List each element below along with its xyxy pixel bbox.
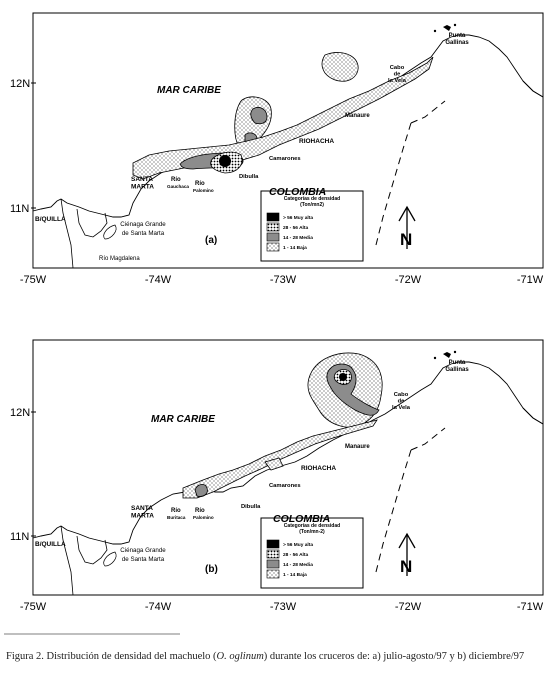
legend-item-muy-alta: > 56 Muy alta	[283, 215, 313, 221]
legend: Categorías de densidad(Ton/mn2) > 56 Muy…	[266, 196, 340, 252]
axis-a: 12N 11N -75W -74W -73W -72W -71W	[10, 78, 544, 286]
y-tick-12n: 12N	[10, 78, 30, 90]
legend-swatch-media	[266, 559, 280, 569]
caption-suffix: ) durante los cruceros de: a) julio-agos…	[263, 651, 525, 662]
legend-swatch-alta	[266, 222, 280, 232]
legend-item-muy-alta: > 56 Muy alta	[283, 542, 313, 548]
legend-swatch-muy-alta	[266, 539, 280, 549]
x-tick-71w: -71W	[517, 601, 544, 613]
sea-label: MAR CARIBE	[151, 414, 215, 425]
place-dibulla: Dibulla	[241, 504, 261, 510]
x-tick-73w: -73W	[270, 601, 297, 613]
x-tick-72w: -72W	[395, 601, 422, 613]
x-tick-75w: -75W	[20, 601, 47, 613]
x-tick-72w: -72W	[395, 274, 422, 286]
density-baja-patch	[264, 457, 284, 471]
legend-item-baja: 1 - 14 Baja	[283, 245, 307, 251]
legend-swatch-media	[266, 232, 280, 242]
legend-item-alta: 28 - 56 Alta	[283, 225, 308, 231]
density-media-offshore	[250, 107, 268, 125]
place-camarones: Camarones	[269, 156, 301, 162]
place-riohacha: RIOHACHA	[299, 138, 334, 145]
axis-b: 12N 11N -75W -74W -73W -72W -71W	[10, 407, 544, 613]
panel-label: (b)	[205, 564, 218, 575]
place-riohacha: RIOHACHA	[301, 465, 336, 472]
y-tick-12n: 12N	[10, 407, 30, 419]
legend-swatch-baja	[266, 569, 280, 579]
country-label: COLOMBIA	[269, 186, 326, 198]
place-bquilla: B/QUILLA	[35, 216, 66, 223]
country-label: COLOMBIA	[273, 513, 330, 525]
place-dibulla: Dibulla	[239, 174, 259, 180]
place-bquilla: B/QUILLA	[35, 541, 66, 548]
x-tick-71w: -71W	[517, 274, 544, 286]
x-tick-74w: -74W	[145, 601, 172, 613]
place-manaure: Manaure	[345, 444, 370, 450]
density-muy-alta-point	[219, 155, 231, 167]
density-baja-offshore	[321, 52, 359, 82]
density-media-coast	[194, 484, 208, 497]
north-arrow-icon: N	[400, 230, 412, 249]
legend-item-media: 14 - 28 Media	[283, 235, 313, 241]
north-arrow-icon: N	[400, 557, 412, 576]
place-manaure: Manaure	[345, 113, 370, 119]
legend: Categorías de densidad(Ton/mn-2) > 56 Mu…	[266, 523, 340, 579]
legend-swatch-muy-alta	[266, 212, 280, 222]
caption-prefix: Figura 2. Distribución de densidad del m…	[6, 651, 217, 662]
y-tick-11n: 11N	[10, 531, 29, 543]
figure-caption: Figura 2. Distribución de densidad del m…	[6, 650, 542, 663]
legend-swatch-alta	[266, 549, 280, 559]
place-rio-magdalena: Río Magdalena	[99, 256, 140, 262]
density-baja-coast	[182, 419, 378, 499]
panel-label: (a)	[205, 235, 217, 246]
svg-text:Categorías de densidad(Ton/mn2: Categorías de densidad(Ton/mn2)	[284, 196, 340, 208]
legend-item-media: 14 - 28 Media	[283, 562, 313, 568]
sea-label: MAR CARIBE	[157, 85, 221, 96]
place-camarones: Camarones	[269, 483, 301, 489]
legend-swatch-baja	[266, 242, 280, 252]
x-tick-74w: -74W	[145, 274, 172, 286]
caption-species: O. oglinum	[216, 651, 264, 662]
y-tick-11n: 11N	[10, 203, 29, 215]
density-muy-alta-point	[339, 373, 347, 381]
svg-text:Categorías de densidad(Ton/mn-: Categorías de densidad(Ton/mn-2)	[284, 523, 340, 535]
legend-item-alta: 28 - 56 Alta	[283, 552, 308, 558]
x-tick-75w: -75W	[20, 274, 47, 286]
x-tick-73w: -73W	[270, 274, 297, 286]
legend-item-baja: 1 - 14 Baja	[283, 572, 307, 578]
